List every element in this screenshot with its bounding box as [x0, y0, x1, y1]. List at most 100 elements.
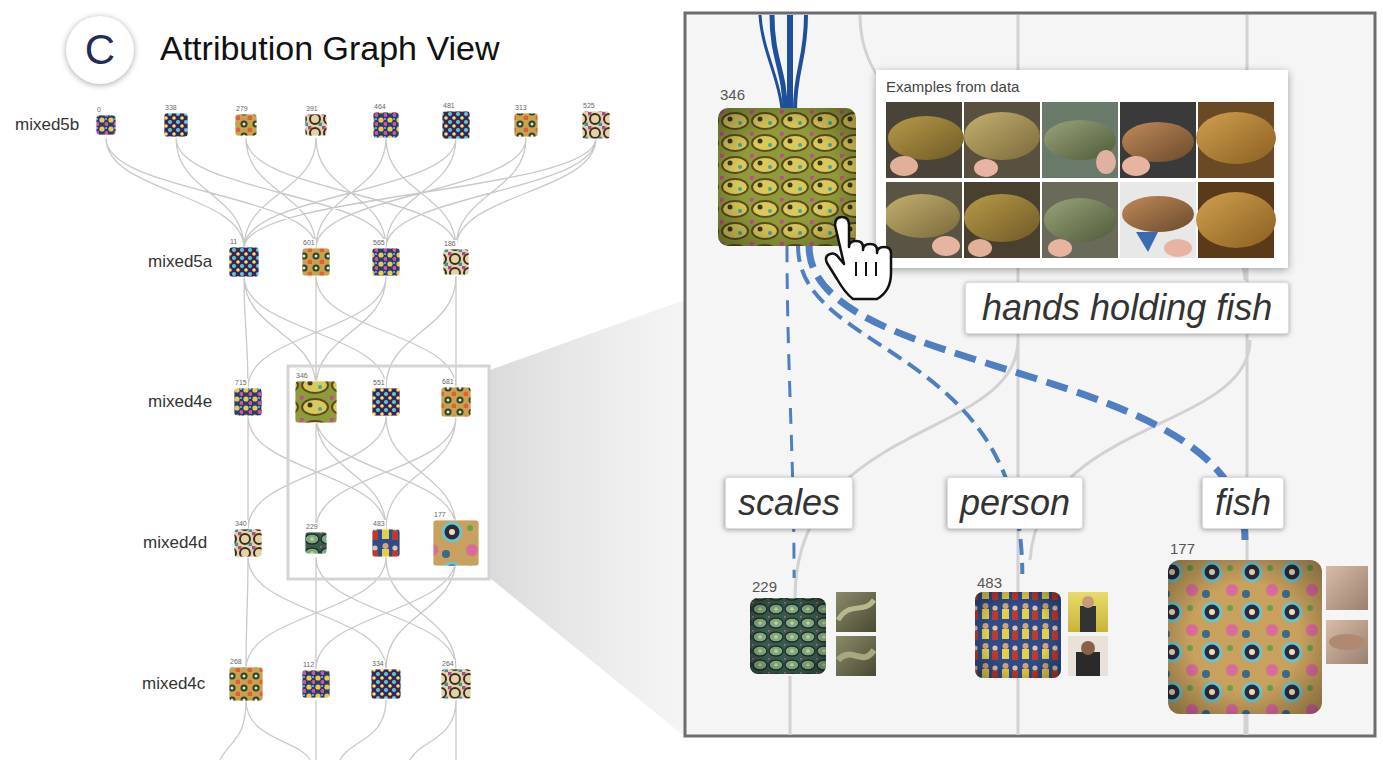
example-photo-grid: [1122, 156, 1150, 176]
feature-thumbnails: [514, 113, 538, 137]
example-photo-grid: [890, 156, 918, 176]
feature-thumbnails: [234, 388, 262, 416]
panel-badge: C: [66, 16, 134, 84]
example-photo-grid: [1042, 182, 1118, 258]
feature-thumbnails: [302, 248, 330, 276]
neuron-number: 112: [302, 661, 315, 669]
neuron-number: 601: [302, 239, 316, 247]
attribution-curves: [246, 557, 456, 669]
node-text: 483: [975, 574, 1004, 592]
example-photo-grid: [1122, 122, 1194, 162]
attribution-curves: [220, 700, 456, 760]
node-text: Examples from data: [886, 78, 1278, 96]
example-photos: [1329, 634, 1365, 650]
feature-thumbnails: [229, 247, 259, 277]
zoom-frame: [288, 366, 489, 579]
neuron-number: 340: [234, 520, 248, 528]
neuron-number: 0: [96, 106, 102, 114]
example-photo-grid: [1164, 239, 1192, 257]
detail-panel: [685, 13, 1375, 736]
feature-thumbnails: [373, 112, 399, 138]
neuron-number: 565: [372, 239, 386, 247]
neuron-visualizations: [750, 598, 826, 674]
neuron-number: 264: [441, 660, 455, 668]
example-photo-grid: [974, 159, 998, 177]
zoom-wedge: [490, 300, 684, 736]
examples-popup: Examples from data: [876, 70, 1288, 268]
feature-thumbnails: [305, 114, 327, 136]
feature-thumbnails: [372, 529, 400, 557]
neuron-number: 525: [582, 102, 596, 110]
example-photo-grid: [1122, 196, 1194, 232]
neuron-number: 313: [514, 104, 528, 112]
neuron-number: 279: [235, 105, 249, 113]
example-photos: [1076, 652, 1100, 676]
feature-thumbnails: [372, 248, 400, 276]
example-photos: [836, 636, 876, 676]
neuron-number: 186: [443, 240, 457, 248]
feature-thumbnails: [295, 381, 337, 423]
neuron-visualizations: [1168, 560, 1322, 714]
neuron-number: 481: [442, 102, 456, 110]
incoming-edges: [760, 15, 782, 110]
example-photo-grid: [888, 116, 964, 160]
example-photo-grid: [1048, 239, 1072, 257]
example-photos: [1326, 566, 1368, 610]
example-photo-grid: [1044, 198, 1116, 242]
incoming-edges: [787, 15, 793, 110]
feature-thumbnails: [371, 669, 401, 699]
neuron-visualizations: [750, 598, 826, 674]
layer-name: mixed4e: [148, 392, 212, 412]
neuron-number: 551: [372, 379, 386, 387]
edge-label: fish: [1202, 477, 1284, 529]
feature-thumbnails: [372, 388, 400, 416]
example-photos: [1326, 620, 1368, 664]
neuron-number: 177: [433, 511, 447, 519]
feature-thumbnails: [443, 249, 469, 275]
zoom-wedge: [490, 300, 684, 736]
example-photo-grid: [1196, 112, 1276, 164]
neuron-number: 334: [371, 660, 385, 668]
feature-thumbnails: [302, 670, 330, 698]
hand-cursor: [826, 217, 891, 299]
neuron-number: 11: [229, 238, 238, 246]
example-photos: [1082, 596, 1094, 608]
edge-label: person: [947, 477, 1083, 529]
neuron-number: 681: [441, 378, 455, 386]
neuron-node: 177: [1168, 540, 1322, 714]
attribution-curves: [244, 276, 456, 388]
incoming-edges: [760, 15, 806, 110]
neuron-node: 483: [975, 574, 1061, 678]
layer-name: mixed4d: [143, 533, 207, 553]
zoom-frame: [288, 366, 489, 579]
example-photo-grid: [964, 182, 1040, 258]
layer-name: mixed5a: [148, 252, 212, 272]
node-text: 177: [1168, 540, 1197, 558]
example-photo-grid: [1120, 182, 1196, 258]
example-photo-grid: [1042, 102, 1118, 178]
example-photo-grid: [968, 239, 992, 257]
example-photo-grid: [932, 236, 960, 256]
example-photos: [836, 566, 1368, 676]
neuron-number: 483: [372, 520, 386, 528]
feature-thumbnails: [234, 529, 262, 557]
example-photo-grid: [964, 194, 1040, 242]
neuron-number: 715: [234, 379, 248, 387]
example-photo-grid: [886, 194, 960, 238]
attribution-curves: [106, 138, 596, 760]
neuron-visualizations: [718, 108, 1322, 714]
attribution-curves: [106, 138, 596, 248]
example-photos: [838, 600, 874, 620]
feature-thumbnails: [441, 387, 471, 417]
edge-label: scales: [725, 477, 853, 529]
neuron-visualizations: [975, 592, 1061, 678]
neuron-number: 229: [305, 523, 319, 531]
example-photo-grid: [1196, 192, 1276, 248]
view-title: Attribution Graph View: [160, 28, 500, 68]
neuron-number: 464: [373, 103, 387, 111]
feature-thumbnails: [305, 532, 327, 554]
example-photo-grid: [886, 102, 1278, 258]
neuron-number: 268: [229, 658, 243, 666]
